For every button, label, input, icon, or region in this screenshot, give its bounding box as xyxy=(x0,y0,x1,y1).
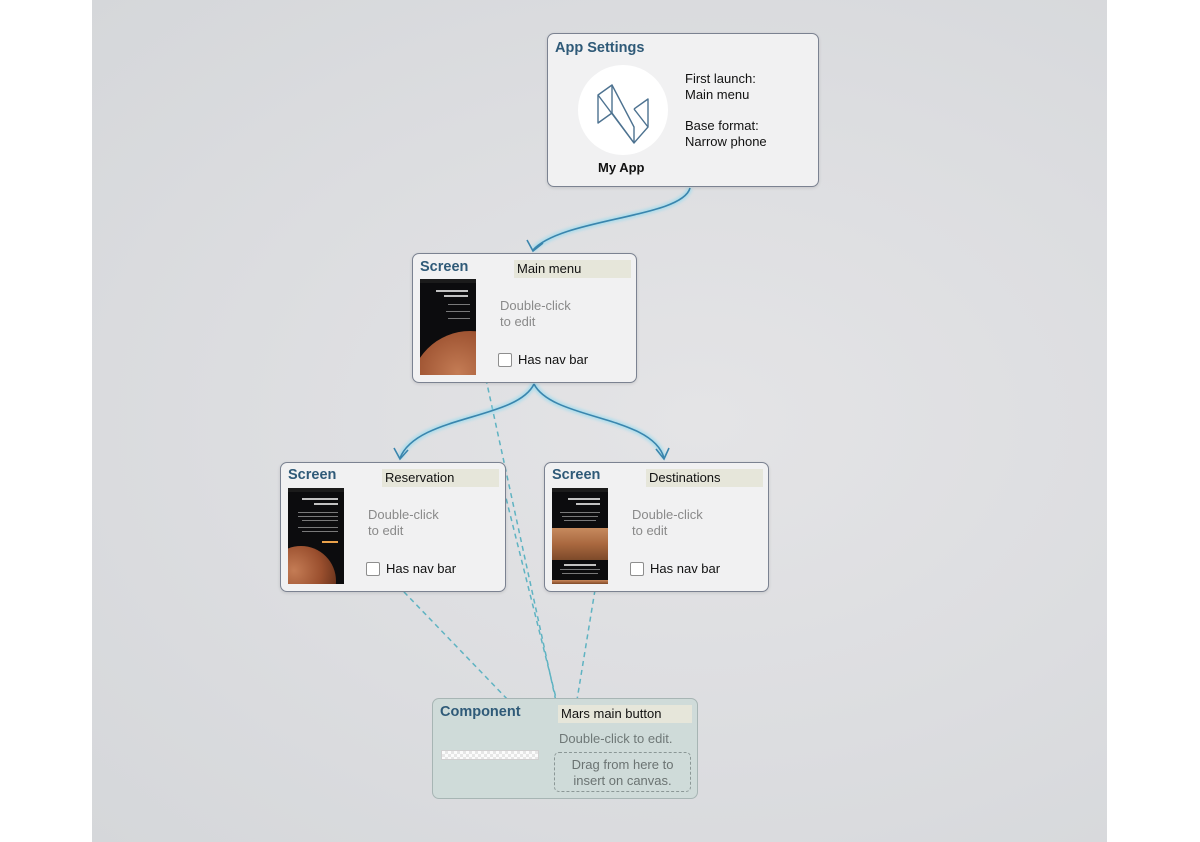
nav-bar-label: Has nav bar xyxy=(386,561,457,576)
screen-card-kind: Screen xyxy=(288,467,337,483)
edit-hint: Double-click to edit xyxy=(500,298,571,329)
component-name-field[interactable]: Mars main button xyxy=(558,705,692,723)
app-settings-card[interactable]: App Settings My App First launch: Main m… xyxy=(547,33,819,187)
app-settings-title: App Settings xyxy=(555,40,645,56)
nav-bar-checkbox[interactable] xyxy=(366,561,380,576)
screen-thumbnail[interactable] xyxy=(420,279,476,375)
nav-bar-label: Has nav bar xyxy=(518,352,589,367)
screen-thumbnail[interactable] xyxy=(552,488,608,584)
app-icon[interactable] xyxy=(578,65,668,155)
component-preview[interactable] xyxy=(441,750,539,760)
nav-bar-label: Has nav bar xyxy=(650,561,721,576)
flow-link-main-menu-to-destinations[interactable] xyxy=(533,383,665,459)
drag-hint-line1: Drag from here to xyxy=(571,757,674,772)
screen-thumbnail[interactable] xyxy=(288,488,344,584)
base-format-label: Base format: xyxy=(685,118,759,133)
screen-name-field[interactable]: Destinations xyxy=(646,469,763,487)
flow-link-main-menu-to-reservation[interactable] xyxy=(399,383,535,459)
connection-layer xyxy=(353,186,693,707)
first-launch-label: First launch: xyxy=(685,71,756,86)
flow-link-settings-to-main-menu[interactable] xyxy=(532,187,691,251)
arrowhead-icon xyxy=(393,447,409,461)
drag-hint-line2: insert on canvas. xyxy=(573,772,672,788)
edit-hint: Double-click to edit xyxy=(368,507,439,538)
screen-card-kind: Screen xyxy=(552,467,601,483)
screen-card-reservation[interactable]: Screen Reservation Double-click to edit … xyxy=(280,462,506,592)
nav-bar-checkbox[interactable] xyxy=(498,352,512,367)
component-link-destinations xyxy=(575,589,596,707)
has-nav-bar-toggle[interactable]: Has nav bar xyxy=(630,561,720,576)
app-name: My App xyxy=(598,160,645,175)
base-format-value[interactable]: Narrow phone xyxy=(685,134,767,149)
drag-to-canvas-handle[interactable]: Drag from here to insert on canvas. xyxy=(554,752,691,792)
component-card-kind: Component xyxy=(440,704,521,720)
arrowhead-icon xyxy=(655,447,670,461)
component-link-main-menu xyxy=(483,369,558,707)
has-nav-bar-toggle[interactable]: Has nav bar xyxy=(498,352,588,367)
component-card-mars-main-button[interactable]: Component Mars main button Double-click … xyxy=(432,698,698,799)
screen-name-field[interactable]: Reservation xyxy=(382,469,499,487)
flow-canvas[interactable]: App Settings My App First launch: Main m… xyxy=(92,0,1107,842)
has-nav-bar-toggle[interactable]: Has nav bar xyxy=(366,561,456,576)
screen-card-main-menu[interactable]: Screen Main menu Double-click to edit Ha… xyxy=(412,253,637,383)
component-link-reservation-2 xyxy=(503,489,559,707)
screen-card-destinations[interactable]: Screen Destinations Double-click to edit… xyxy=(544,462,769,592)
arrowhead-icon xyxy=(526,239,544,253)
first-launch-value[interactable]: Main menu xyxy=(685,87,750,102)
nav-bar-checkbox[interactable] xyxy=(630,561,644,576)
screen-card-kind: Screen xyxy=(420,259,469,275)
app-logo-icon xyxy=(597,84,649,144)
edit-hint: Double-click to edit xyxy=(632,507,703,538)
screen-name-field[interactable]: Main menu xyxy=(514,260,631,278)
component-edit-hint: Double-click to edit. xyxy=(559,731,673,746)
